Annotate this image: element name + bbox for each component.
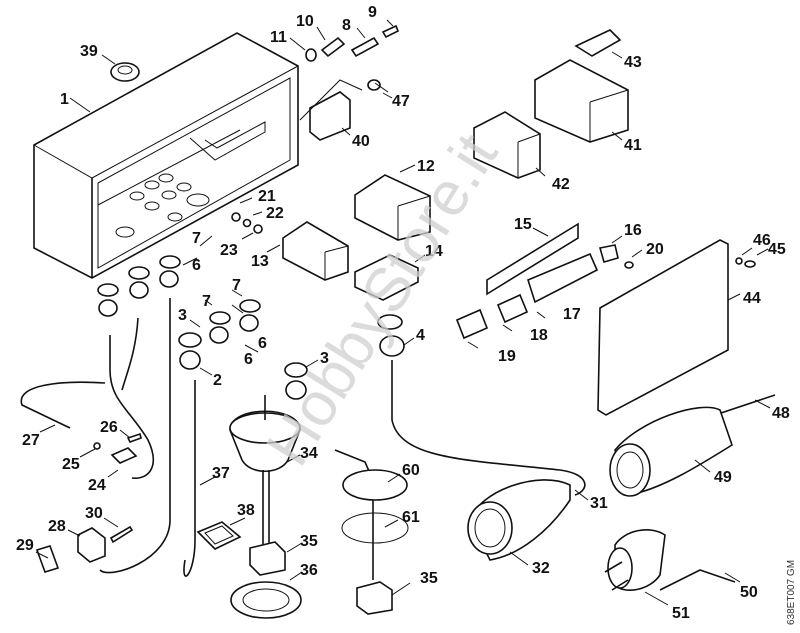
callout-3a: 3 (178, 307, 187, 324)
part-cover-plate (597, 239, 756, 416)
callout-22: 22 (266, 205, 284, 222)
callout-39: 39 (80, 43, 98, 60)
callout-12: 12 (417, 158, 435, 175)
callout-35b: 35 (420, 570, 438, 587)
part-housing (33, 32, 299, 279)
part-float-switch-2 (334, 449, 409, 615)
part-cee-plug-49 (609, 406, 733, 497)
callout-49: 49 (714, 469, 732, 486)
part-capacitor-14 (354, 254, 419, 301)
callout-32: 32 (532, 560, 550, 577)
callout-1: 1 (60, 91, 69, 108)
callout-11: 11 (270, 29, 287, 46)
callout-8: 8 (342, 17, 351, 34)
callout-7a: 7 (192, 230, 201, 247)
callout-40: 40 (352, 133, 370, 150)
drawing-code: 638ET007 GM (786, 560, 797, 625)
callout-2: 2 (213, 372, 222, 389)
callout-42: 42 (552, 176, 570, 193)
part-contactor-12 (354, 174, 431, 241)
callout-27: 27 (22, 432, 40, 449)
callout-31: 31 (590, 495, 608, 512)
callout-30: 30 (85, 505, 103, 522)
callout-18: 18 (530, 327, 548, 344)
callout-37: 37 (212, 465, 230, 482)
callout-7c: 7 (202, 293, 211, 310)
part-cable-glands (97, 255, 405, 400)
part-relay-13 (282, 221, 349, 281)
callout-6b: 6 (258, 335, 267, 352)
callout-60: 60 (402, 462, 420, 479)
callout-10: 10 (296, 13, 314, 30)
callout-44: 44 (743, 290, 761, 307)
watermark: HobbyStore.it (253, 122, 511, 477)
callout-29: 29 (16, 537, 34, 554)
part-schuko-plug-51 (604, 529, 666, 591)
part-switch (299, 79, 381, 141)
callout-21: 21 (258, 188, 276, 205)
part-grommet (110, 62, 140, 82)
part-cee-plug-32 (467, 479, 571, 561)
callout-14: 14 (425, 243, 443, 260)
callout-45: 45 (768, 241, 786, 258)
callout-7b: 7 (232, 277, 241, 294)
callout-6c: 6 (244, 351, 253, 368)
callout-17: 17 (563, 306, 581, 323)
callout-23: 23 (220, 242, 238, 259)
part-contactor-42 (473, 111, 541, 179)
part-terminals (455, 244, 634, 340)
callout-4: 4 (416, 327, 425, 344)
callout-9: 9 (368, 4, 377, 21)
callout-19: 19 (498, 348, 516, 365)
part-switch-24 (93, 432, 142, 464)
part-rail-15 (486, 222, 579, 296)
callout-38: 38 (237, 502, 255, 519)
callout-41: 41 (624, 137, 642, 154)
callout-15: 15 (514, 216, 532, 233)
callout-35a: 35 (300, 533, 318, 550)
callout-6a: 6 (192, 257, 201, 274)
callout-20: 20 (646, 241, 664, 258)
callout-51: 51 (672, 605, 690, 622)
part-connector-28 (35, 525, 134, 573)
callout-61: 61 (402, 509, 420, 526)
callout-50: 50 (740, 584, 758, 601)
callout-26: 26 (100, 419, 118, 436)
callout-47: 47 (392, 93, 410, 110)
leader-lines (35, 19, 771, 606)
callout-43: 43 (624, 54, 642, 71)
part-float-switch (229, 395, 302, 619)
callout-13: 13 (251, 253, 269, 270)
part-fuse-holder (305, 24, 400, 62)
callout-28: 28 (48, 518, 66, 535)
part-gasket-38 (196, 521, 242, 550)
callout-36: 36 (300, 562, 318, 579)
callout-16: 16 (624, 222, 642, 239)
callout-24: 24 (88, 477, 106, 494)
part-contactor-41 (534, 29, 629, 143)
part-washers (231, 212, 263, 234)
callout-labels: 1 39 11 10 8 9 47 40 43 41 42 12 13 14 1… (16, 4, 790, 622)
callout-25: 25 (62, 456, 80, 473)
callout-34: 34 (300, 445, 318, 462)
callout-46: 46 (753, 232, 771, 249)
callout-3b: 3 (320, 350, 329, 367)
callout-48: 48 (772, 405, 790, 422)
